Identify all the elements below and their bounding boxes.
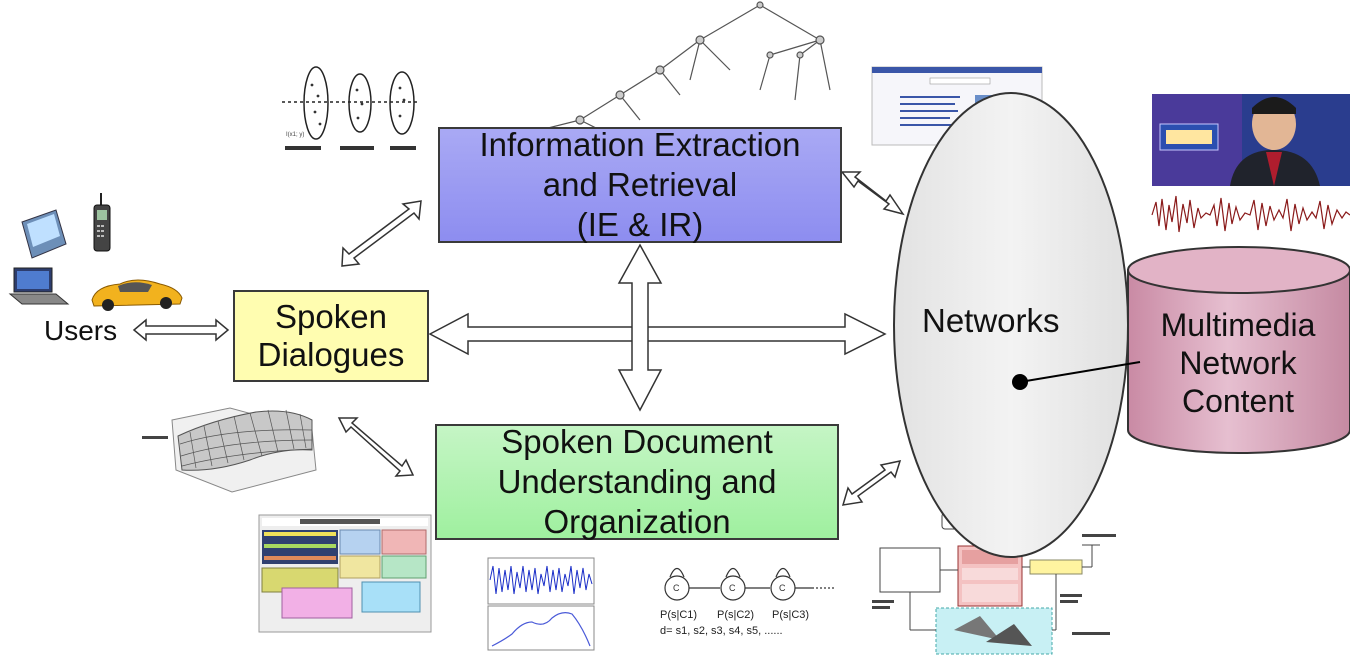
- information-ellipses-thumbnail: [282, 66, 420, 150]
- summary-ui-thumbnail: [258, 514, 432, 633]
- svg-text:C: C: [779, 583, 786, 593]
- sd-networks-arrow: [841, 460, 902, 506]
- spoken-document-box: Spoken Document Understanding and Organi…: [435, 423, 839, 540]
- ie-sd-vertical-arrow: [617, 243, 663, 412]
- multimedia-line2: Network: [1179, 345, 1297, 381]
- audio-waveform-thumbnail: [1151, 195, 1350, 233]
- laptop-icon: [8, 267, 70, 305]
- ie-box-line3: (IE & IR): [576, 206, 704, 243]
- spoken-networks-arrow: [428, 312, 887, 356]
- ie-ir-box: Information Extraction and Retrieval (IE…: [438, 126, 842, 243]
- svg-text:C: C: [673, 583, 680, 593]
- sd-box-line1: Spoken Document: [501, 423, 773, 460]
- users-spoken-arrow: [132, 318, 230, 342]
- pda-icon: [21, 209, 67, 259]
- spoken-box-line1: Spoken: [275, 298, 387, 335]
- ie-box-line1: Information Extraction: [479, 126, 801, 163]
- networks-label: Networks: [922, 302, 1060, 339]
- sd-box-line3: Organization: [543, 503, 731, 540]
- users-label: Users: [44, 315, 118, 346]
- svg-text:C: C: [729, 583, 736, 593]
- multimedia-line1: Multimedia: [1160, 307, 1316, 343]
- spoken-sd-arrow: [337, 417, 415, 477]
- multimedia-line3: Content: [1181, 383, 1295, 419]
- mobile-phone-icon: [93, 193, 111, 252]
- spoken-box-line2: Dialogues: [257, 336, 405, 373]
- flowchart-thumbnail: [872, 512, 1116, 655]
- multimedia-content-label: Multimedia Network Content: [1128, 306, 1348, 420]
- car-icon: [91, 279, 183, 311]
- news-video-thumbnail: [1152, 94, 1350, 186]
- network-connection-line: [1019, 361, 1141, 383]
- multimedia-content-cylinder: [1127, 246, 1350, 454]
- ie-box-line2: and Retrieval: [542, 166, 738, 203]
- ie-networks-arrow: [840, 171, 905, 216]
- surface-plot-thumbnail: [142, 407, 317, 493]
- spoken-ie-arrow: [341, 200, 422, 267]
- sd-box-line2: Understanding and: [497, 463, 777, 500]
- signal-plot-thumbnail: [487, 557, 595, 651]
- spoken-dialogues-box: Spoken Dialogues: [233, 290, 429, 382]
- concept-tree-thumbnail: [539, 1, 831, 131]
